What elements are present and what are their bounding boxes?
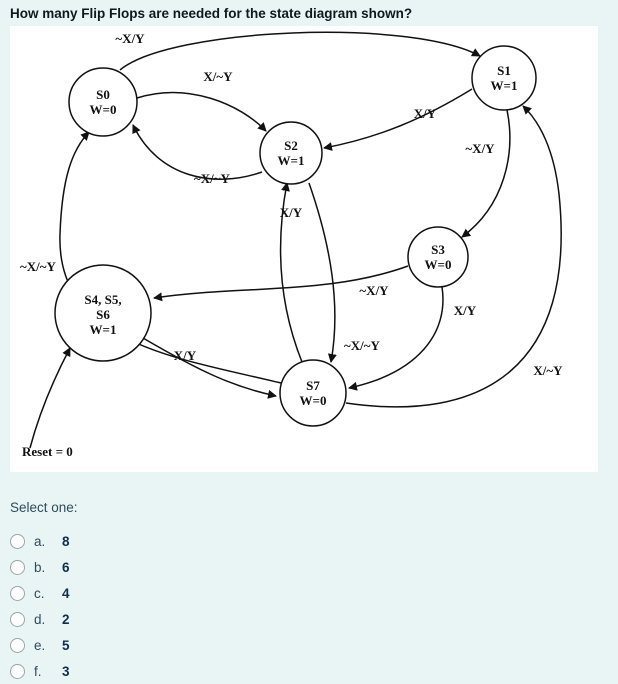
- option-letter: e.: [34, 637, 46, 653]
- state-s0: [68, 67, 138, 137]
- transition-s2-s0: [132, 124, 263, 180]
- option-value: 8: [62, 533, 70, 549]
- option-letter: c.: [34, 585, 45, 601]
- state-s2-output: W=1: [278, 153, 305, 168]
- edge-label-s0-s2: X/~Y: [203, 69, 233, 84]
- state-s456: [54, 264, 152, 362]
- radio-option-f[interactable]: [10, 663, 25, 679]
- answer-options: a. 8 b. 6 c. 4 d. 2 e. 5 f. 3: [10, 528, 70, 684]
- state-s1: [471, 45, 537, 111]
- question-title: How many Flip Flops are needed for the s…: [10, 6, 413, 21]
- edge-label-s2-s0: ~X/~Y: [194, 171, 231, 186]
- transition-s0-s1: [119, 31, 481, 71]
- transition-s7-s0: [59, 131, 282, 384]
- transition-s7-s2: [279, 182, 303, 363]
- transition-s1-s3: [461, 109, 511, 238]
- edge-label-s7-s1: X/~Y: [533, 363, 563, 378]
- state-s3: [407, 226, 469, 288]
- radio-option-c[interactable]: [10, 585, 25, 601]
- radio-option-e[interactable]: [10, 637, 25, 653]
- answer-option-c[interactable]: c. 4: [10, 580, 70, 606]
- state-diagram: S0 W=0 S1 W=1 S2 W=1 S3 W=0 S4, S5, S6 W…: [20, 31, 563, 459]
- state-s2: [259, 121, 323, 185]
- state-s1-name: S1: [497, 63, 511, 78]
- edge-label-s1-s2: X/Y: [414, 106, 437, 121]
- state-s456-output: W=1: [90, 322, 117, 337]
- state-s2-name: S2: [284, 138, 298, 153]
- state-s7-name: S7: [306, 378, 320, 393]
- state-s3-output: W=0: [425, 257, 452, 272]
- transition-s456-s7: [142, 337, 277, 399]
- answer-option-a[interactable]: a. 8: [10, 528, 70, 554]
- transition-s1-s2: [323, 88, 473, 151]
- state-s7-output: W=0: [300, 393, 327, 408]
- transition-s3-s7: [348, 286, 444, 391]
- transition-s7-s1: [345, 105, 562, 408]
- state-s7: [279, 359, 347, 427]
- option-value: 6: [62, 559, 70, 575]
- option-value: 4: [62, 585, 70, 601]
- state-s0-name: S0: [96, 87, 110, 102]
- option-value: 2: [62, 611, 70, 627]
- radio-option-a[interactable]: [10, 533, 25, 549]
- state-s1-output: W=1: [491, 78, 518, 93]
- option-letter: f.: [34, 663, 42, 679]
- option-value: 3: [62, 663, 70, 679]
- option-letter: d.: [34, 611, 46, 627]
- state-s0-output: W=0: [90, 102, 117, 117]
- edge-label-s3-s7: X/Y: [454, 303, 477, 318]
- transition-s3-s456: [153, 265, 409, 302]
- edge-label-s3-s456: ~X/Y: [359, 283, 389, 298]
- state-s456-name: S4, S5,: [84, 292, 121, 307]
- option-letter: b.: [34, 559, 46, 575]
- edge-label-s1-s3: ~X/Y: [465, 141, 495, 156]
- edge-label-s7-s2: X/Y: [280, 205, 303, 220]
- answer-option-b[interactable]: b. 6: [10, 554, 70, 580]
- option-value: 5: [62, 637, 70, 653]
- radio-option-d[interactable]: [10, 611, 25, 627]
- edge-label-s456-s7: X/Y: [174, 348, 197, 363]
- answer-option-f[interactable]: f. 3: [10, 658, 70, 684]
- state-s456-name2: S6: [96, 307, 110, 322]
- answer-option-d[interactable]: d. 2: [10, 606, 70, 632]
- radio-option-b[interactable]: [10, 559, 25, 575]
- reset-label: Reset = 0: [22, 444, 73, 459]
- edge-label-s2-s7: ~X/~Y: [344, 338, 381, 353]
- state-diagram-panel: S0 W=0 S1 W=1 S2 W=1 S3 W=0 S4, S5, S6 W…: [10, 26, 598, 472]
- state-s3-name: S3: [431, 242, 445, 257]
- option-letter: a.: [34, 533, 46, 549]
- edge-label-s7-s0: ~X/~Y: [20, 259, 57, 274]
- edge-label-top: ~X/Y: [115, 31, 145, 46]
- answer-option-e[interactable]: e. 5: [10, 632, 70, 658]
- reset-arrow: [29, 347, 71, 449]
- transition-s2-s7: [308, 182, 337, 363]
- transition-s0-s2: [136, 91, 267, 132]
- select-one-label: Select one:: [10, 500, 78, 515]
